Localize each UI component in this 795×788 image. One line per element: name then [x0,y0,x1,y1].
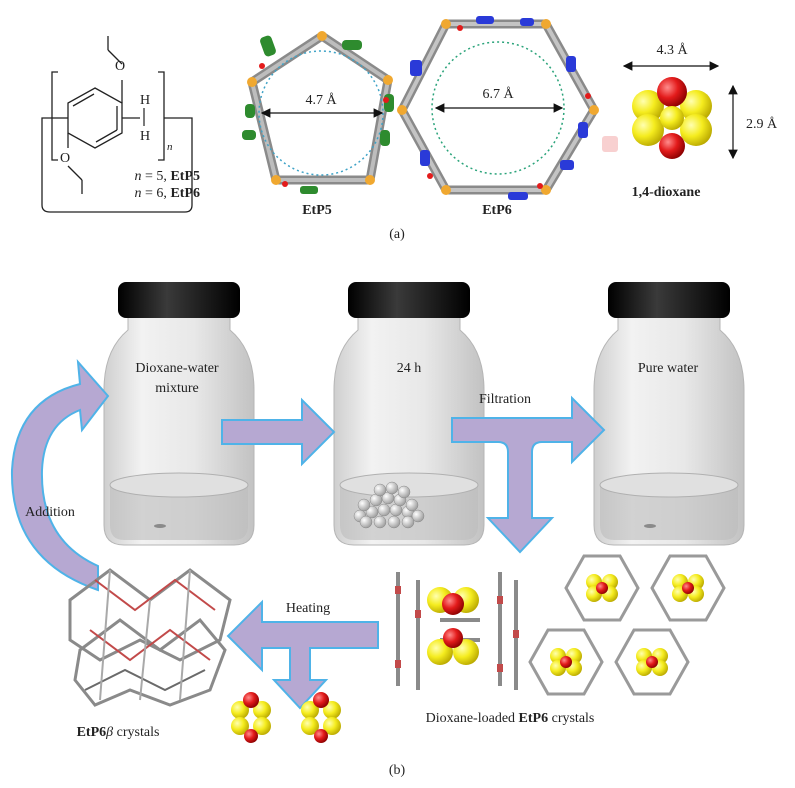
crystal-pile [353,481,425,529]
arrow-to-24h [221,397,336,467]
dioxane-loaded-label: Dioxane-loaded EtP6 crystals [426,711,595,726]
hex-cell [528,628,604,696]
dioxane-width: 4.3 Å [656,42,688,58]
caption-a: (a) [389,227,405,242]
etp5-label: EtP5 [302,203,332,218]
hex-cell [564,554,640,622]
arrow-heating [226,599,379,710]
etp6-ring-model [397,16,599,200]
bottle3-text: Pure water [638,361,699,376]
addition-label: Addition [25,505,75,520]
etp6-beta-label: EtP6β crystals [77,725,160,740]
panel-a: O O H H n n = 5, EtP5 n = 6, EtP6 [41,16,778,242]
bottle-24h [333,282,485,546]
hexagon-cells [528,554,726,696]
equation-n5: n = 5, EtP5 [135,169,200,184]
pillararene-structure [41,36,193,213]
caption-b: (b) [389,763,406,778]
oxygen-label-top: O [115,59,125,74]
released-dioxane-molecules [231,692,341,743]
filtration-label: Filtration [479,392,531,407]
subscript-n: n [167,141,173,153]
etp6-diameter: 6.7 Å [482,86,514,102]
dioxane-label: 1,4-dioxane [632,185,701,200]
etp5-ring-model [242,31,394,194]
bottle-pure-water [593,282,745,546]
hex-cell [650,554,726,622]
panel-b: Dioxane-water mixture 24 h Pure water [10,282,745,778]
bottle1-text-line1: Dioxane-water [135,361,219,376]
etp5-diameter: 4.7 Å [305,92,337,108]
oxygen-label-bottom: O [60,151,70,166]
etp6-label: EtP6 [482,203,512,218]
hex-cell [614,628,690,696]
heating-label: Heating [286,601,330,616]
arrow-addition [10,359,110,592]
etp6-beta-crystal [68,568,232,707]
arrow-filtration [451,395,606,554]
bottle-dioxane-water [103,282,255,546]
bottle2-text: 24 h [397,361,422,376]
zoom-icon[interactable] [602,136,618,152]
dioxane-model [622,61,738,160]
hydrogen-label-2: H [140,129,150,144]
dioxane-height: 2.9 Å [746,116,778,132]
equation-n6: n = 6, EtP6 [135,186,200,201]
hydrogen-label-1: H [140,93,150,108]
dioxane-loaded-stack [395,572,519,690]
bottle1-text-line2: mixture [155,381,199,396]
